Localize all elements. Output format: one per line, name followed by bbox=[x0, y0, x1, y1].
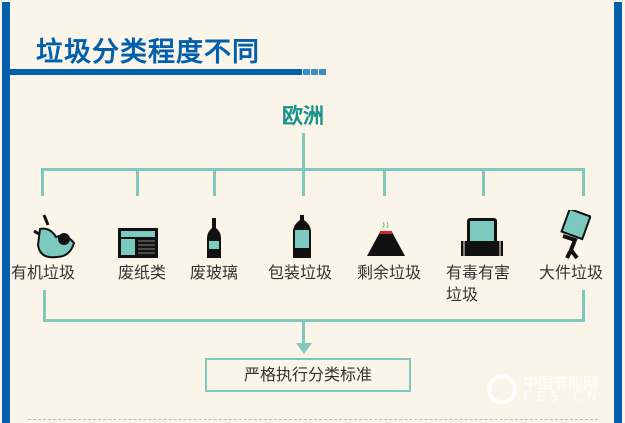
connector-line bbox=[302, 168, 305, 196]
connector-line bbox=[383, 168, 386, 196]
decor-square bbox=[303, 69, 310, 75]
category-label: 有机垃圾 bbox=[10, 263, 75, 282]
connector-line bbox=[43, 319, 585, 322]
decor-square bbox=[311, 69, 318, 75]
person-carrying-box-icon bbox=[560, 210, 591, 260]
category-label: 废纸类 bbox=[117, 263, 166, 282]
arrow-down-icon bbox=[296, 343, 312, 354]
tv-monitor-icon bbox=[461, 218, 503, 256]
watermark-text: CES.CN bbox=[523, 390, 602, 405]
connector-line bbox=[136, 168, 139, 196]
dashed-divider bbox=[28, 419, 598, 420]
glass-bottle-icon bbox=[207, 218, 221, 258]
left-border bbox=[2, 2, 10, 423]
connector-line bbox=[41, 168, 44, 196]
category-label: 剩余垃圾 bbox=[356, 263, 421, 282]
standard-box: 严格执行分类标准 bbox=[205, 358, 411, 392]
connector-line bbox=[213, 168, 216, 196]
connector-line bbox=[43, 290, 46, 322]
title-underline bbox=[10, 69, 302, 75]
plastic-bottle-icon bbox=[293, 215, 311, 258]
apple-core-icon bbox=[33, 214, 76, 259]
category-label: 废玻璃 bbox=[189, 263, 238, 282]
page-title: 垃圾分类程度不同 bbox=[36, 37, 260, 68]
right-border bbox=[614, 2, 622, 423]
connector-line bbox=[582, 290, 585, 322]
category-label: 大件垃圾 bbox=[538, 263, 603, 282]
category-label: 有毒有害垃圾 bbox=[446, 263, 511, 304]
connector-line bbox=[582, 168, 585, 196]
watermark-logo-icon bbox=[487, 374, 517, 404]
connector-line bbox=[41, 168, 585, 171]
connector-line bbox=[482, 168, 485, 196]
newspaper-icon bbox=[118, 228, 158, 258]
connector-line bbox=[302, 133, 305, 170]
garbage-bag-icon bbox=[367, 221, 405, 256]
connector-line bbox=[302, 319, 305, 345]
decor-square bbox=[319, 69, 326, 75]
watermark-text: 中国节能网 bbox=[523, 374, 599, 392]
category-label: 包装垃圾 bbox=[267, 263, 332, 282]
region-title: 欧洲 bbox=[282, 104, 324, 128]
